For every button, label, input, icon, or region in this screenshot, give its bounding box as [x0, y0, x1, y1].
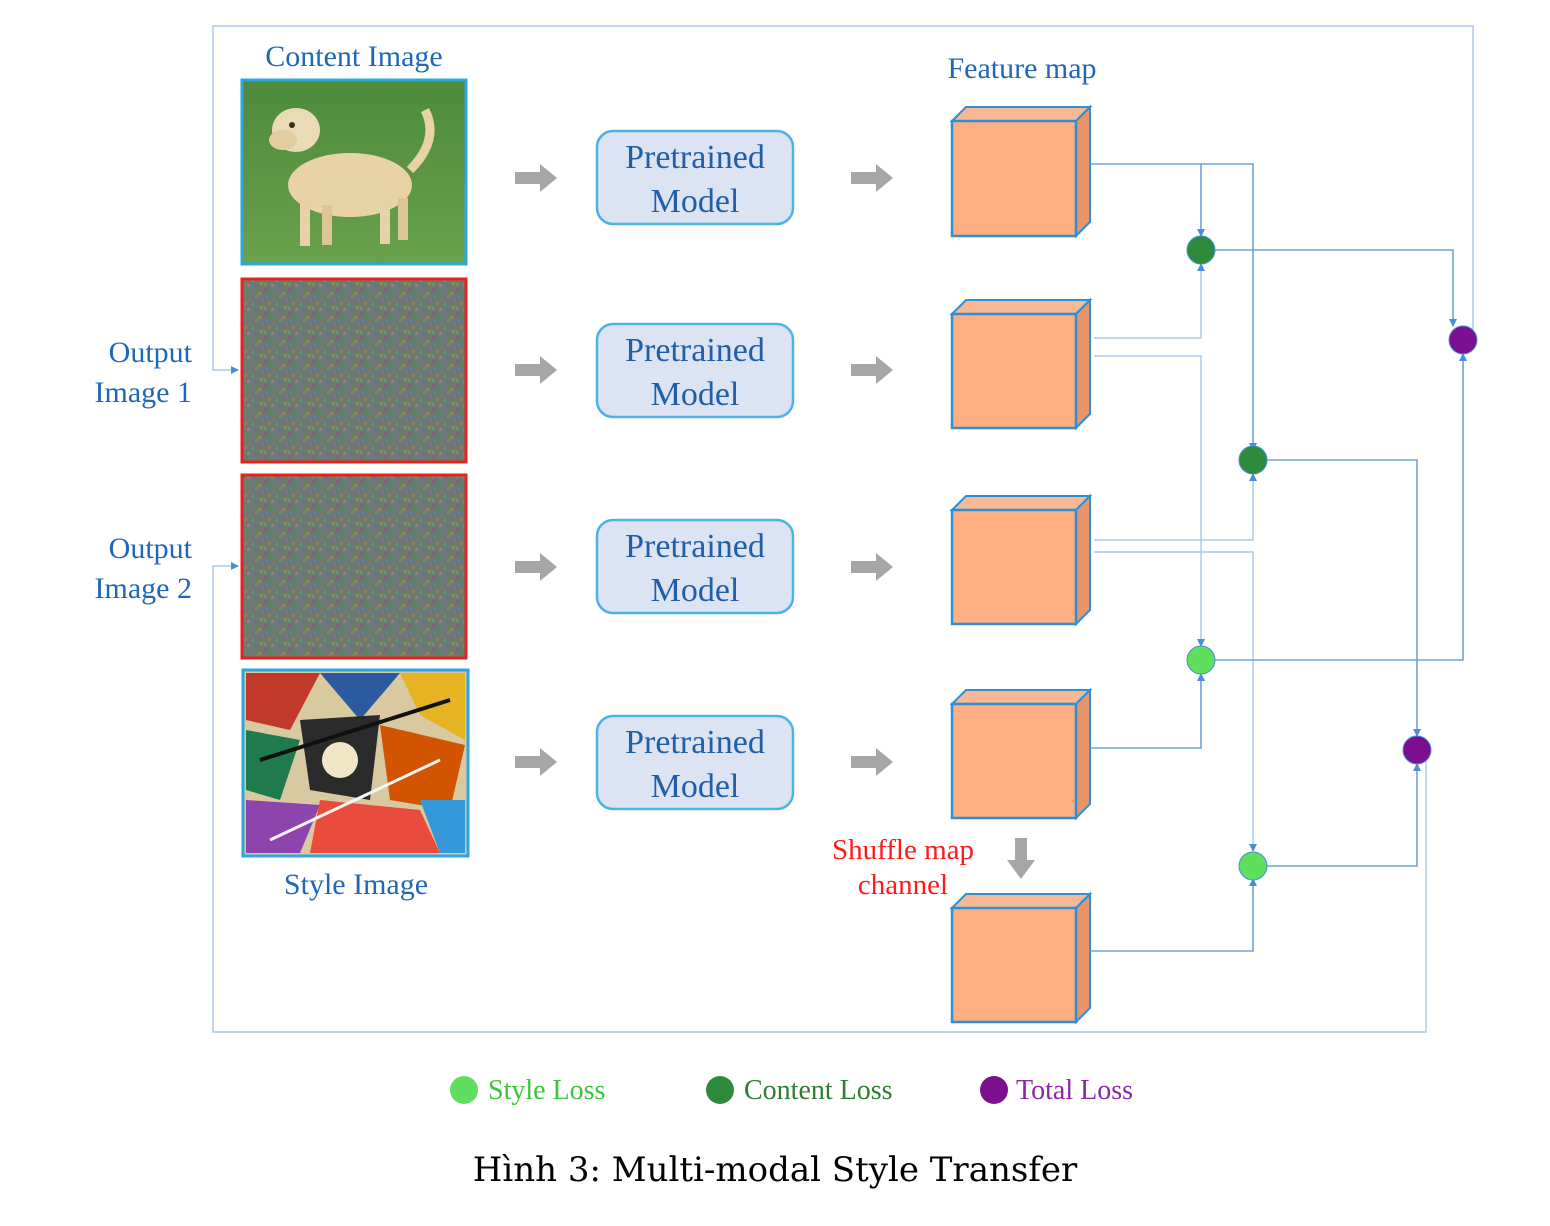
output-image-2-label-line1: Output	[109, 532, 193, 565]
pretrained-model-3: Pretrained Model	[595, 518, 795, 615]
shuffle-label-line2: channel	[858, 869, 948, 901]
output-image-2-label-line2: Image 2	[95, 572, 192, 605]
content-image	[240, 78, 468, 266]
model-label-line1: Pretrained	[625, 332, 765, 369]
feature-map-cube-2	[949, 297, 1093, 431]
legend-total-loss: Total Loss	[1016, 1075, 1133, 1106]
model-label-line2: Model	[651, 183, 740, 220]
arrow-right-icon	[515, 748, 557, 776]
feedback-loop	[212, 25, 1474, 1033]
arrow-right-icon	[515, 164, 557, 192]
content-loss-node	[1238, 445, 1268, 475]
style-loss-node	[1186, 645, 1216, 675]
abstract-painting-icon	[246, 673, 465, 853]
flow-arrows	[515, 164, 1035, 879]
style-image-label: Style Image	[284, 868, 428, 901]
feature-map-cube-1	[949, 104, 1093, 239]
loss-connections	[1090, 163, 1467, 952]
output-image-1	[240, 277, 468, 464]
feature-map-cube-3	[949, 493, 1093, 627]
arrow-right-icon	[851, 356, 893, 384]
model-label-line1: Pretrained	[625, 528, 765, 565]
style-image	[241, 668, 470, 858]
total-loss-swatch	[980, 1076, 1008, 1104]
figure-caption: Hình 3: Multi-modal Style Transfer	[472, 1150, 1078, 1190]
shuffle-label-line1: Shuffle map	[832, 834, 974, 866]
feature-map-label: Feature map	[947, 52, 1096, 85]
style-loss-swatch	[450, 1076, 478, 1104]
content-loss-swatch	[706, 1076, 734, 1104]
total-loss-node	[1402, 735, 1432, 765]
pretrained-model-2: Pretrained Model	[595, 322, 795, 419]
feature-map-cube-4	[949, 687, 1093, 821]
legend-style-loss: Style Loss	[488, 1075, 605, 1106]
model-label-line1: Pretrained	[625, 139, 765, 176]
legend-content-loss: Content Loss	[744, 1075, 893, 1106]
arrow-right-icon	[851, 748, 893, 776]
model-label-line2: Model	[651, 376, 740, 413]
pretrained-model-1: Pretrained Model	[595, 129, 795, 226]
output-image-1-label-line1: Output	[109, 336, 193, 369]
arrow-right-icon	[515, 356, 557, 384]
feature-map-cube-shuffled	[949, 891, 1093, 1025]
arrow-right-icon	[515, 553, 557, 581]
pretrained-model-4: Pretrained Model	[595, 714, 795, 811]
style-loss-node	[1238, 851, 1268, 881]
model-label-line2: Model	[651, 572, 740, 609]
arrow-right-icon	[851, 553, 893, 581]
content-loss-node	[1186, 235, 1216, 265]
arrow-right-icon	[851, 164, 893, 192]
dog-icon	[269, 107, 435, 246]
content-image-label: Content Image	[265, 40, 442, 73]
model-label-line2: Model	[651, 768, 740, 805]
total-loss-node	[1448, 325, 1478, 355]
model-label-line1: Pretrained	[625, 724, 765, 761]
legend: Style Loss Content Loss Total Loss	[450, 1075, 1133, 1106]
arrow-down-icon	[1007, 838, 1035, 879]
output-image-2	[240, 473, 468, 660]
output-image-1-label-line2: Image 1	[95, 376, 192, 409]
